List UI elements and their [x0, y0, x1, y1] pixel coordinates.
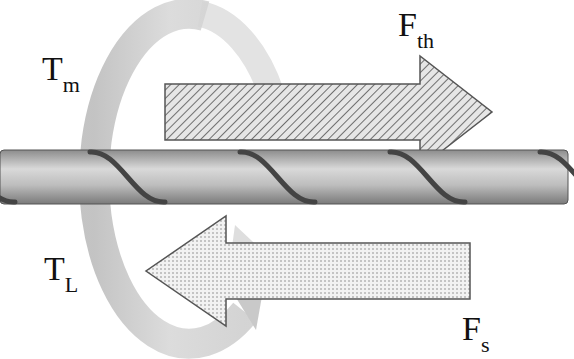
helix-stripe [0, 152, 15, 202]
helix-stripe [540, 152, 574, 202]
torque-symbol: T [42, 52, 63, 86]
helix-thread [0, 152, 574, 202]
screw-force-arrow [146, 216, 470, 326]
subscript: s [481, 334, 490, 356]
force-symbol: F [462, 312, 481, 346]
helix-stripe [90, 152, 165, 202]
subscript: th [417, 30, 434, 52]
rotation-band [200, 14, 272, 95]
force-symbol: F [398, 8, 417, 42]
torque-symbol: T [44, 252, 65, 286]
subscript: L [65, 274, 78, 296]
helix-stripe [390, 152, 465, 202]
screw-rod [0, 150, 568, 204]
subscript: m [63, 74, 80, 96]
helix-stripe [240, 152, 315, 202]
